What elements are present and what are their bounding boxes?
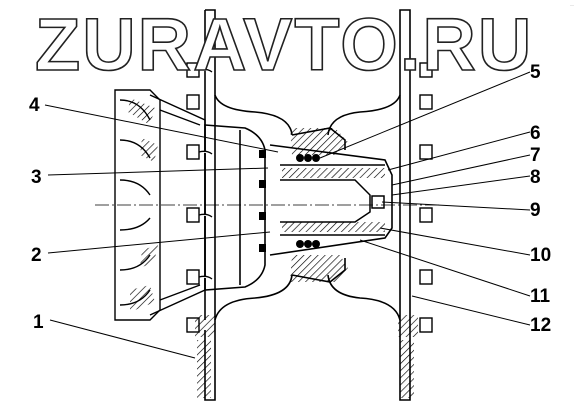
callout-1: 1 — [33, 312, 44, 333]
left-rim-bolt-hatching — [195, 315, 215, 398]
leader-12 — [411, 295, 531, 326]
flange-studs — [259, 150, 266, 252]
callout-7: 7 — [530, 145, 541, 166]
axle-spindle — [280, 179, 385, 223]
leader-7 — [391, 154, 531, 186]
left-wheel-disk — [204, 9, 293, 401]
brake-drum — [114, 89, 206, 321]
callout-5: 5 — [530, 62, 541, 83]
callout-9: 9 — [530, 200, 541, 221]
watermark: ZURAVTO.RU — [35, 3, 533, 86]
callout-8: 8 — [530, 167, 541, 188]
callout-12: 12 — [530, 315, 551, 336]
left-rim-bolts — [186, 62, 213, 333]
leader-3 — [47, 167, 269, 176]
callout-11: 11 — [530, 286, 551, 307]
right-wheel-disk — [327, 9, 411, 401]
callout-3: 3 — [31, 167, 42, 188]
drum-fin-hatching — [128, 98, 158, 312]
leader-6 — [387, 131, 531, 171]
callout-2: 2 — [31, 245, 42, 266]
leader-10 — [379, 227, 531, 256]
leader-5 — [319, 71, 531, 159]
bearings — [296, 154, 320, 248]
corner-mark: — — [570, 2, 574, 7]
leader-2 — [47, 231, 271, 254]
leader-11 — [359, 239, 531, 297]
leader-9 — [381, 201, 531, 211]
right-rim-bolts — [419, 62, 433, 333]
callout-6: 6 — [530, 123, 541, 144]
leader-1 — [49, 319, 196, 359]
hub-flange — [204, 124, 266, 291]
hub-hatching — [282, 128, 385, 282]
right-rim-bolt-hatching — [398, 315, 418, 398]
leader-lines — [44, 71, 531, 359]
leader-4 — [44, 104, 279, 153]
leader-8 — [391, 175, 531, 196]
callout-10: 10 — [530, 245, 551, 266]
callout-4: 4 — [29, 95, 40, 116]
